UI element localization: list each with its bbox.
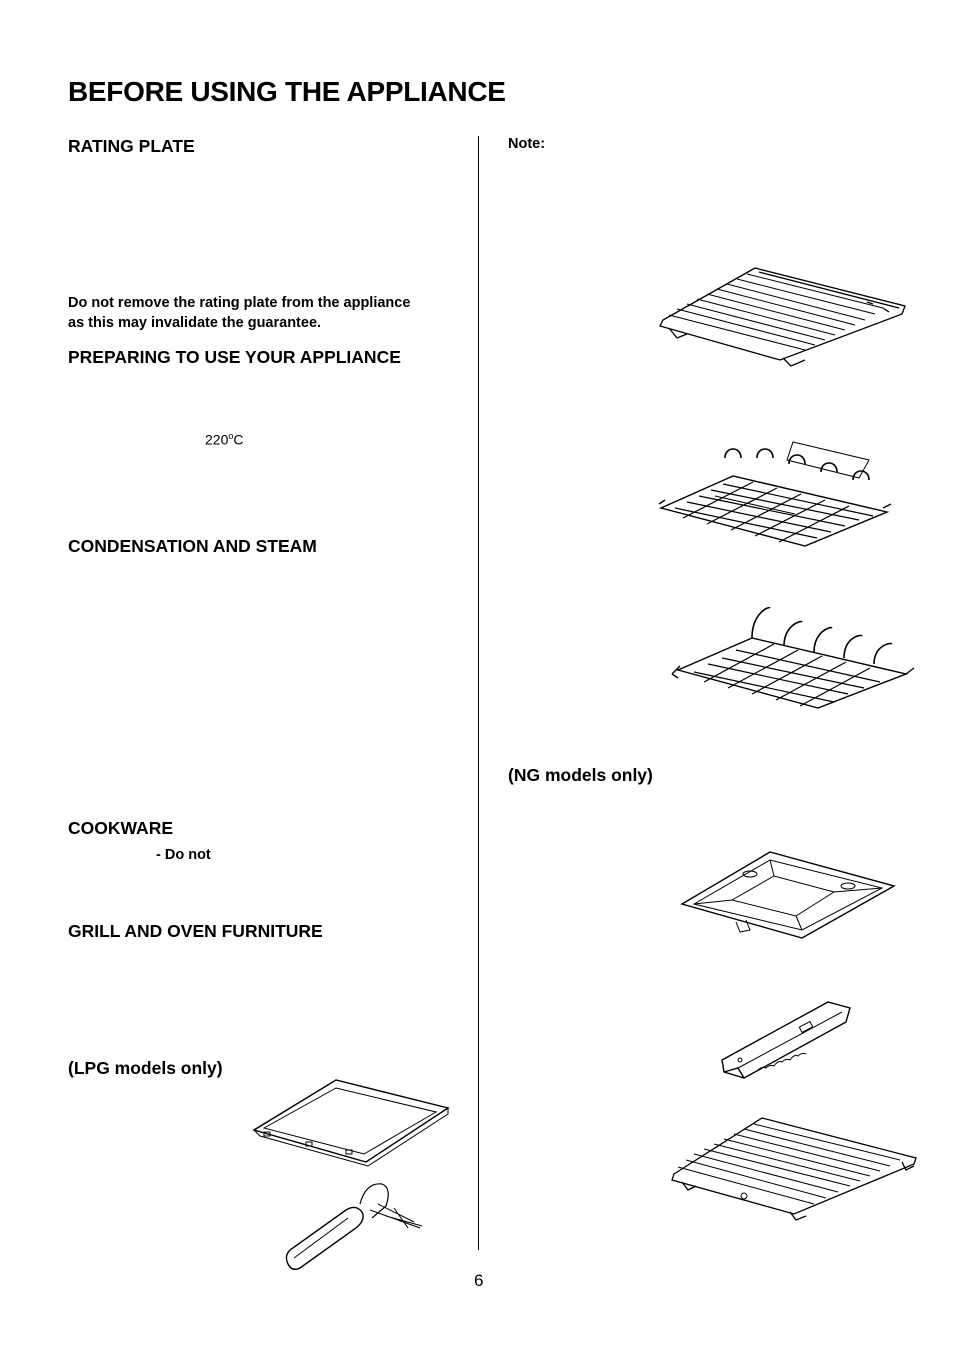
grill-shelf-icon — [668, 602, 918, 714]
column-divider — [478, 136, 479, 1250]
heading-ng: (NG models only) — [508, 765, 653, 785]
heading-preparing: PREPARING TO USE YOUR APPLIANCE — [68, 347, 401, 367]
rating-plate-warning-line2: as this may invalidate the guarantee. — [68, 315, 322, 331]
note-label: Note: — [508, 136, 546, 152]
page-number: 6 — [474, 1271, 484, 1290]
temperature-value: 220oC — [205, 431, 244, 448]
heading-condensation: CONDENSATION AND STEAM — [68, 536, 317, 556]
grill-shelf-with-trivet-icon — [655, 438, 895, 550]
page-title: BEFORE USING THE APPLIANCE — [68, 76, 506, 107]
cookware-note: - Do not — [156, 847, 211, 863]
heading-furniture: GRILL AND OVEN FURNITURE — [68, 921, 323, 941]
heading-rating-plate: RATING PLATE — [68, 136, 195, 156]
grill-pan-grid-icon — [666, 1114, 922, 1220]
lpg-grill-pan-icon — [250, 1076, 452, 1168]
temperature-number: 220 — [205, 431, 229, 448]
lpg-handle-icon — [282, 1180, 426, 1274]
grill-pan-icon — [678, 848, 900, 944]
grill-pan-handle-icon — [718, 998, 858, 1082]
heading-lpg: (LPG models only) — [68, 1058, 223, 1078]
temperature-unit: C — [233, 431, 244, 448]
flat-shelf-icon — [655, 262, 911, 368]
rating-plate-warning-line1: Do not remove the rating plate from the … — [68, 295, 411, 311]
temperature-degree: o — [228, 431, 234, 441]
rating-plate-warning: Do not remove the rating plate from the … — [68, 293, 410, 333]
heading-cookware: COOKWARE — [68, 818, 173, 838]
